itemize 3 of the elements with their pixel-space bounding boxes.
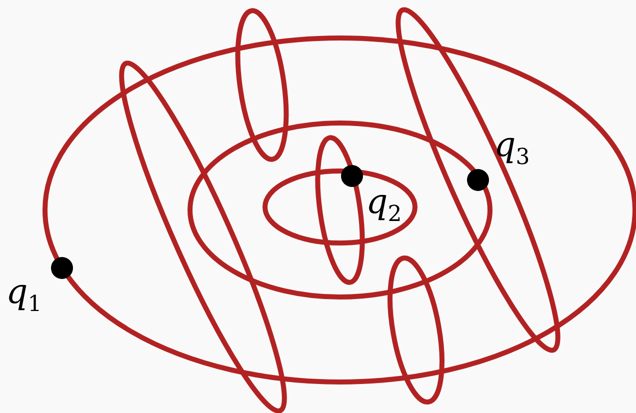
point-label: q$_{3}$ [494,128,530,169]
point-label: q$_{1}$ [6,275,42,316]
point-label: q$_{2}$ [366,185,402,226]
